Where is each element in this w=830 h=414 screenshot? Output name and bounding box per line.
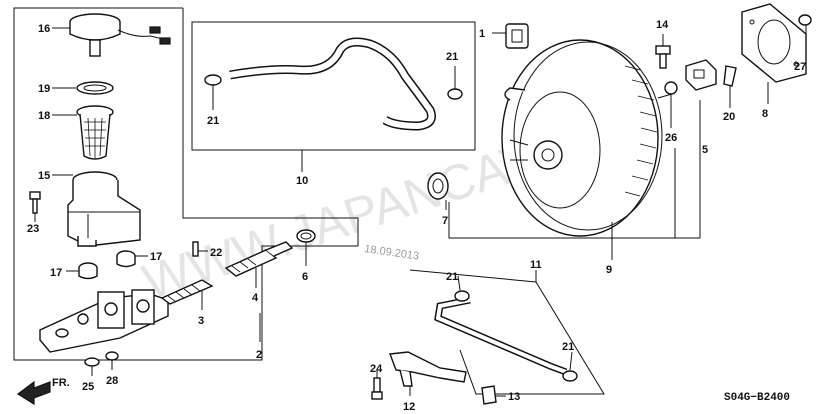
callout-21b: 21 (446, 51, 458, 63)
callout-18: 18 (38, 110, 50, 122)
callout-23: 23 (27, 223, 39, 235)
gasket-8 (741, 3, 807, 104)
brake-booster-9 (501, 39, 673, 260)
direction-label: FR. (52, 377, 70, 389)
callout-26: 26 (665, 132, 677, 144)
vacuum-hose-frame (191, 21, 476, 172)
diagram-code: S04G−B2400 (724, 392, 790, 404)
callout-21c: 21 (446, 271, 458, 283)
vacuum-pipe-11 (434, 296, 568, 376)
strainer-18 (52, 105, 114, 160)
hose-clamp-21d (562, 351, 578, 382)
callout-12: 12 (403, 401, 415, 413)
master-cylinder-2 (39, 289, 261, 353)
reservoir-15 (52, 171, 141, 247)
callout-20: 20 (723, 111, 735, 123)
vacuum-hose-10 (229, 37, 436, 131)
callout-labels: 16 19 18 15 23 17 17 22 3 4 6 2 25 28 21… (27, 19, 806, 413)
piston-3 (160, 279, 214, 310)
bolt-14 (655, 34, 671, 69)
callout-7: 7 (442, 215, 448, 227)
clip-20 (723, 65, 737, 108)
nut-26 (664, 81, 678, 128)
callout-1: 1 (479, 28, 485, 40)
callout-15: 15 (38, 170, 50, 182)
callout-21d: 21 (562, 341, 574, 353)
bolt-24 (371, 370, 383, 400)
pipe-bracket-12 (389, 351, 467, 396)
callout-9: 9 (606, 264, 612, 276)
callout-14: 14 (656, 19, 669, 31)
callout-22: 22 (210, 247, 222, 259)
vacuum-pipe-frame (409, 269, 605, 395)
callout-10: 10 (296, 175, 308, 187)
callout-2: 2 (256, 349, 262, 361)
washer-25 (84, 357, 100, 376)
callout-11: 11 (530, 259, 542, 271)
front-direction-arrow: FR. (16, 377, 70, 406)
grommet-17b (116, 250, 148, 268)
grommet-17a (66, 262, 98, 280)
callout-16: 16 (38, 23, 50, 35)
callout-27: 27 (794, 61, 806, 73)
callout-25: 25 (82, 381, 94, 393)
callout-13: 13 (508, 391, 520, 403)
hose-clamp-21c (454, 275, 470, 302)
pin-22 (192, 241, 208, 257)
callout-17b: 17 (150, 251, 162, 263)
date-stamp: 18.09.2013 (364, 243, 420, 263)
washer-28 (105, 351, 119, 370)
callout-4: 4 (252, 292, 259, 304)
callout-17a: 17 (50, 267, 62, 279)
callout-19: 19 (38, 83, 50, 95)
hose-clamp-21a (204, 74, 222, 110)
bracket-5 (685, 59, 717, 91)
check-valve-1 (492, 23, 529, 49)
hose-clamp-21b (447, 66, 463, 100)
callout-21a: 21 (207, 115, 219, 127)
callout-28: 28 (106, 375, 118, 387)
nut-27 (798, 14, 812, 54)
clip-6 (296, 229, 316, 266)
callout-5: 5 (702, 144, 708, 156)
seal-7 (427, 172, 449, 210)
piston-4 (224, 241, 294, 288)
clip-13 (481, 385, 506, 405)
bolt-23 (29, 191, 41, 222)
reservoir-cap-16 (52, 13, 171, 57)
callout-3: 3 (198, 315, 204, 327)
seal-19 (52, 81, 114, 95)
booster-frame (448, 100, 701, 239)
callout-8: 8 (762, 108, 768, 120)
callout-6: 6 (302, 271, 308, 283)
callout-24: 24 (370, 363, 383, 375)
